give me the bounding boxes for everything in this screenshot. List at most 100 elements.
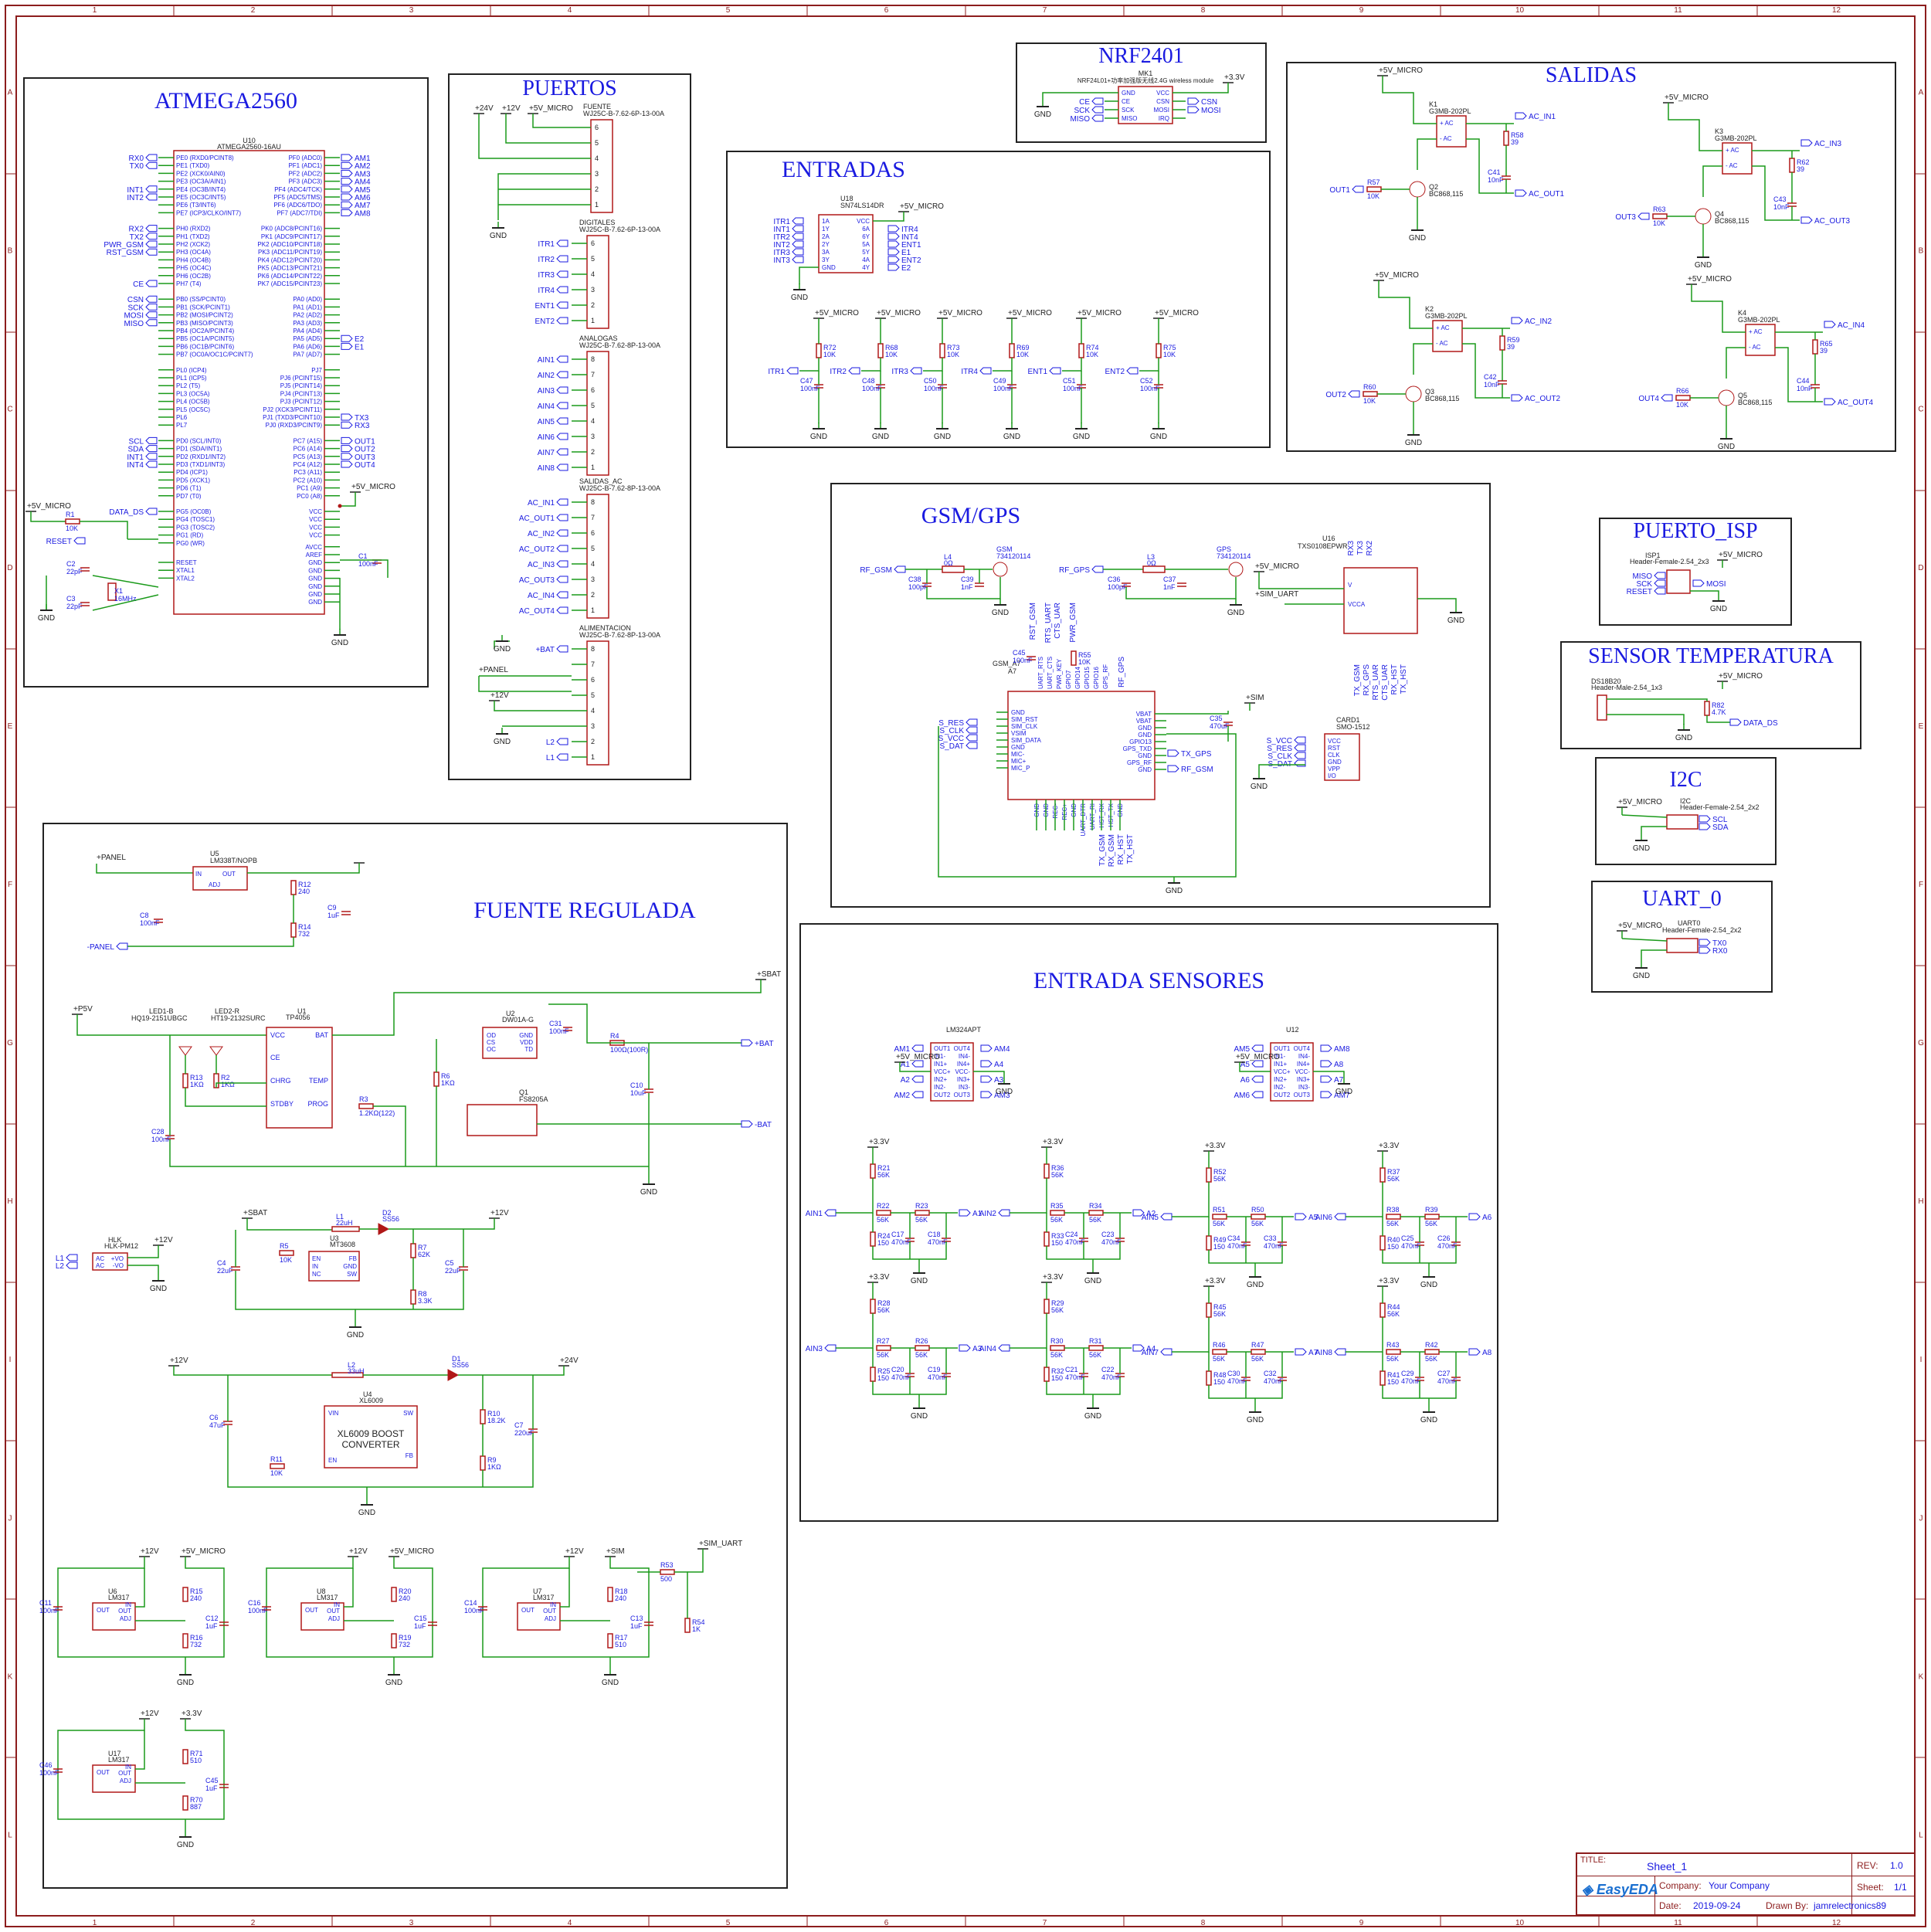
net-label: AIN7 xyxy=(1142,1349,1159,1357)
ruler-col-bottom: 2 xyxy=(251,1919,256,1927)
power-label: +5V_MICRO xyxy=(1719,551,1763,559)
net-flag xyxy=(741,1039,753,1047)
fuente-wire xyxy=(96,864,193,874)
resistor-ref: R5 xyxy=(280,1242,289,1250)
net-label: A4 xyxy=(994,1061,1004,1069)
nrf-value: NRF24L01+功率加强版无线2.4G wireless module xyxy=(1077,76,1214,84)
filter-wire xyxy=(923,358,943,372)
u4-pin: SW xyxy=(403,1410,413,1417)
cap-value: 100nF xyxy=(464,1607,484,1615)
cap-ref: C33 xyxy=(1264,1234,1277,1242)
net-flag xyxy=(1824,398,1836,406)
resistor-value: 100Ω(100R) xyxy=(610,1046,648,1054)
net-flag xyxy=(556,417,568,425)
u1-pin: CHRG xyxy=(270,1077,291,1085)
u18-pin-left: 2A xyxy=(822,233,830,240)
net-label: AC_OUT4 xyxy=(519,607,555,616)
cap-ref: C38 xyxy=(908,576,921,583)
resistor-value: 732 xyxy=(190,1641,202,1648)
relay-pin: - AC xyxy=(1749,344,1761,351)
resistor-ref: R45 xyxy=(1213,1303,1227,1311)
u16-net-bottom: RTS_UAR xyxy=(1372,664,1380,701)
resistor-ref: R24 xyxy=(877,1232,891,1240)
sensores-block: ENTRADA SENSORES xyxy=(799,923,1498,1522)
net-label: AIN2 xyxy=(538,372,555,380)
l1-ref: L1 xyxy=(336,1213,344,1221)
resistor xyxy=(182,1587,188,1602)
atmega-pin-left: PL3 (OC5A) xyxy=(176,390,210,397)
net-flag xyxy=(145,233,158,240)
net-label: ENT2 xyxy=(901,256,921,265)
power-label: +P5V xyxy=(73,1005,93,1014)
resistor-value: 150 xyxy=(1051,1239,1063,1247)
power-label: +SIM xyxy=(1246,694,1264,702)
atmega-pin-left: PG0 (WR) xyxy=(176,540,205,547)
u1-pin: BAT xyxy=(315,1031,328,1039)
net-label: TX0 xyxy=(130,162,144,171)
resistor-value: 240 xyxy=(190,1594,202,1602)
net-label: AM1 xyxy=(894,1045,910,1054)
power-label: +12V xyxy=(490,691,509,700)
gsm-pin-left: MIC_P xyxy=(1011,765,1030,772)
u18-pin-left: 2Y xyxy=(822,241,830,248)
power-label: +12V xyxy=(141,1710,159,1718)
nrf-vcc xyxy=(1186,90,1229,93)
gnd-label: GND xyxy=(911,1412,928,1421)
u16-net-bottom: CTS_UAR xyxy=(1381,664,1390,701)
atmega-pin-right: PF5 (ADC5/TMS) xyxy=(273,194,322,201)
d2-icon xyxy=(378,1223,390,1235)
sim-wire xyxy=(1166,711,1229,715)
gsm-pin-right: VBAT xyxy=(1136,718,1152,725)
ruler-col-bottom: 3 xyxy=(409,1919,414,1927)
fuente-wire xyxy=(497,173,575,220)
u1-pin: VCC xyxy=(270,1031,286,1039)
i2c-block: I2C xyxy=(1595,757,1777,865)
resistor-ref: R38 xyxy=(1386,1206,1400,1214)
l2-value: 33uH xyxy=(348,1367,365,1375)
net-label: AM5 xyxy=(355,186,371,195)
net-flag xyxy=(556,301,568,309)
gsm-title: GSM/GPS xyxy=(921,503,1021,528)
sim-card xyxy=(1324,733,1360,781)
atmega-pin-right: PA2 (AD2) xyxy=(293,312,322,319)
net-flag xyxy=(341,460,353,468)
reset-wire xyxy=(30,519,66,522)
net-label: AIN8 xyxy=(1315,1349,1333,1357)
resistor-value: 39 xyxy=(1797,165,1804,173)
resistor xyxy=(1206,1370,1212,1386)
net-label: AC_OUT1 xyxy=(519,514,555,523)
resistor xyxy=(410,1289,416,1305)
gsm-net-top: RST_GSM xyxy=(1029,603,1037,640)
uart-ref: UART0 xyxy=(1678,919,1700,927)
resistor-ref: R54 xyxy=(692,1618,705,1626)
net-label: RX0 xyxy=(129,154,144,163)
terminal-pin: 1 xyxy=(595,201,599,209)
resistor-value: 10K xyxy=(1163,351,1176,358)
net-flag xyxy=(1334,1213,1346,1221)
atmega-pin-right: PF4 (ADC4/TCK) xyxy=(274,186,322,193)
net-label: ITR2 xyxy=(538,256,555,264)
atmega-pin-left: PD5 (XCK1) xyxy=(176,477,210,484)
ruler-col-top: 9 xyxy=(1359,6,1364,15)
net-label: MISO xyxy=(1632,572,1652,581)
net-flag xyxy=(980,1060,993,1068)
resistor xyxy=(1366,186,1382,192)
net-flag xyxy=(556,753,568,761)
net-label: S_DAT xyxy=(940,742,965,751)
net-flag xyxy=(1699,823,1711,830)
net-label: AC_IN4 xyxy=(1838,321,1865,330)
resistor-ref: R40 xyxy=(1387,1236,1400,1244)
u1-value: TP4056 xyxy=(286,1014,311,1021)
gsm-pin-left: MIC- xyxy=(1011,751,1025,758)
net-flag xyxy=(66,1261,78,1269)
temp-ref: DS18B20 xyxy=(1591,677,1621,685)
opamp-pin-right: IN4+ xyxy=(957,1061,970,1068)
atmega-pin-left: PB2 (MOSI/PCINT2) xyxy=(176,312,233,319)
gnd-label: GND xyxy=(992,609,1009,617)
net-label: AIN7 xyxy=(538,449,555,457)
hlk-ref: HLK xyxy=(108,1236,122,1244)
resistor-ref: R58 xyxy=(1511,131,1524,139)
resistor-ref: R17 xyxy=(615,1634,628,1642)
cap-ref: C5 xyxy=(445,1259,454,1267)
